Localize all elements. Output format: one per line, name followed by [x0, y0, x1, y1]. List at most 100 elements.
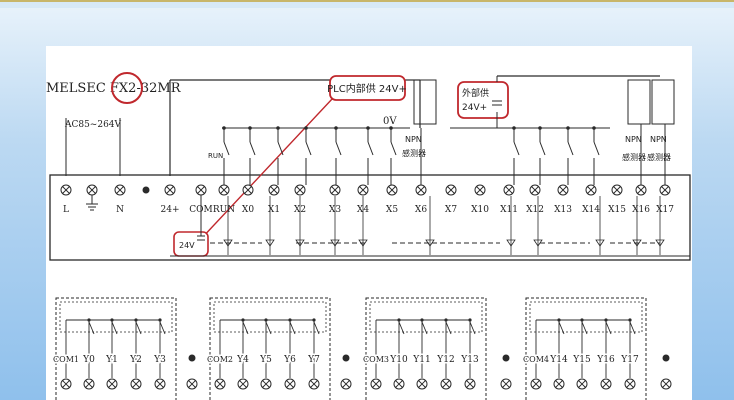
output-spare-terminal-cross-b — [662, 380, 670, 388]
output-terminal-label: Y17 — [620, 355, 639, 365]
switch-contact — [593, 141, 600, 156]
input-terminal-label: X10 — [471, 205, 489, 215]
output-terminal-cross-b — [62, 380, 70, 388]
output-terminal-cross-b — [85, 380, 93, 388]
output-terminal-cross-b — [532, 380, 540, 388]
input-terminal-9-cross-b — [296, 186, 304, 194]
input-terminal-0-cross-b — [62, 186, 70, 194]
plc-internal-supply-label: PLC内部供 24V+ — [327, 82, 407, 95]
output-group-2-box — [209, 297, 331, 400]
input-terminal-label: RUN — [213, 205, 235, 215]
input-terminal-15-cross-b — [476, 186, 484, 194]
wiring-diagram-sheet — [46, 46, 692, 400]
input-terminal-5-cross-b — [197, 186, 205, 194]
relay-node — [444, 318, 448, 322]
input-terminal-label: X14 — [582, 205, 600, 215]
opto-diode — [506, 239, 516, 247]
input-switch-row — [222, 124, 666, 185]
output-terminal-label: Y13 — [460, 355, 479, 365]
zero-volt-label: 0V — [383, 116, 397, 127]
relay-contact — [135, 321, 142, 335]
relay-node — [397, 318, 401, 322]
sensor-label-1: 感测器 — [402, 148, 426, 158]
output-terminal-label: Y0 — [82, 355, 95, 365]
switch-node — [366, 126, 370, 130]
opto-diode — [595, 239, 605, 247]
input-terminal-label: X7 — [445, 205, 457, 215]
output-group-4-box — [525, 297, 647, 400]
switch-node — [248, 126, 252, 130]
switch-node — [592, 126, 596, 130]
input-terminal-label: X16 — [632, 205, 650, 215]
relay-node — [468, 318, 472, 322]
input-terminal-label: L — [63, 205, 69, 215]
relay-contact — [445, 321, 452, 335]
output-terminal-label: Y3 — [153, 355, 166, 365]
relay-node — [288, 318, 292, 322]
input-terminal-13-cross-b — [417, 186, 425, 194]
input-terminal-label: X15 — [608, 205, 626, 215]
output-terminal-cross-b — [578, 380, 586, 388]
relay-node — [604, 318, 608, 322]
switch-contact — [223, 141, 230, 156]
input-terminal-2-cross-b — [116, 186, 124, 194]
input-terminal-18-cross-b — [559, 186, 567, 194]
relay-node — [420, 318, 424, 322]
input-terminal-21-cross-b — [637, 186, 645, 194]
window-top-accent — [0, 0, 734, 2]
internal-24v-label: 24V — [179, 241, 195, 250]
npn-label-3: NPN — [650, 135, 667, 144]
plc-terminal-block — [49, 174, 691, 261]
relay-contact — [629, 321, 636, 335]
optocoupler-row — [170, 196, 690, 257]
input-terminal-1-cross-b — [88, 186, 96, 194]
input-terminal-6-cross-b — [220, 186, 228, 194]
output-terminal-label: Y6 — [283, 355, 296, 365]
output-terminal-label: Y14 — [549, 355, 568, 365]
output-separator-dot — [188, 354, 196, 362]
highlight-pointer-line — [199, 97, 334, 241]
relay-contact — [111, 321, 118, 335]
relay-node — [110, 318, 114, 322]
voltage-label: AC85~264V — [64, 120, 122, 130]
output-terminal-cross-b — [156, 380, 164, 388]
switch-node — [566, 126, 570, 130]
relay-contact — [421, 321, 428, 335]
output-terminal-cross-b — [239, 380, 247, 388]
output-terminal-cross-b — [466, 380, 474, 388]
input-terminal-label: N — [116, 205, 124, 215]
input-terminal-label: X17 — [656, 205, 674, 215]
output-terminal-cross-b — [372, 380, 380, 388]
input-terminal-label: X13 — [554, 205, 572, 215]
output-terminal-cross-b — [395, 380, 403, 388]
relay-node — [134, 318, 138, 322]
output-terminal-cross-b — [216, 380, 224, 388]
switch-contact — [305, 141, 312, 156]
input-terminal-11-cross-b — [359, 186, 367, 194]
input-terminal-label: X11 — [500, 205, 518, 215]
output-terminal-label: Y4 — [236, 355, 249, 365]
npn-label-2: NPN — [625, 135, 642, 144]
external-supply-line2: 24V+ — [462, 103, 487, 113]
output-terminal-cross-b — [442, 380, 450, 388]
relay-contact — [469, 321, 476, 335]
switch-contact — [539, 141, 546, 156]
output-terminal-label: COM1 — [53, 355, 79, 364]
relay-node — [628, 318, 632, 322]
sensor-label-3: 感测器 — [647, 152, 671, 162]
output-terminal-cross-b — [132, 380, 140, 388]
relay-contact — [313, 321, 320, 335]
output-group-2-relay-area — [213, 301, 327, 333]
input-terminal-7-cross-b — [244, 186, 252, 194]
output-terminal-label: COM3 — [363, 355, 389, 364]
output-group-1-relay-area — [59, 301, 173, 333]
switch-node — [538, 126, 542, 130]
output-separator-dot — [502, 354, 510, 362]
relay-node — [580, 318, 584, 322]
window-top-bar — [0, 0, 734, 8]
input-terminal-20-cross-b — [613, 186, 621, 194]
input-terminal-label: X1 — [268, 205, 280, 215]
output-terminal-cross-b — [108, 380, 116, 388]
